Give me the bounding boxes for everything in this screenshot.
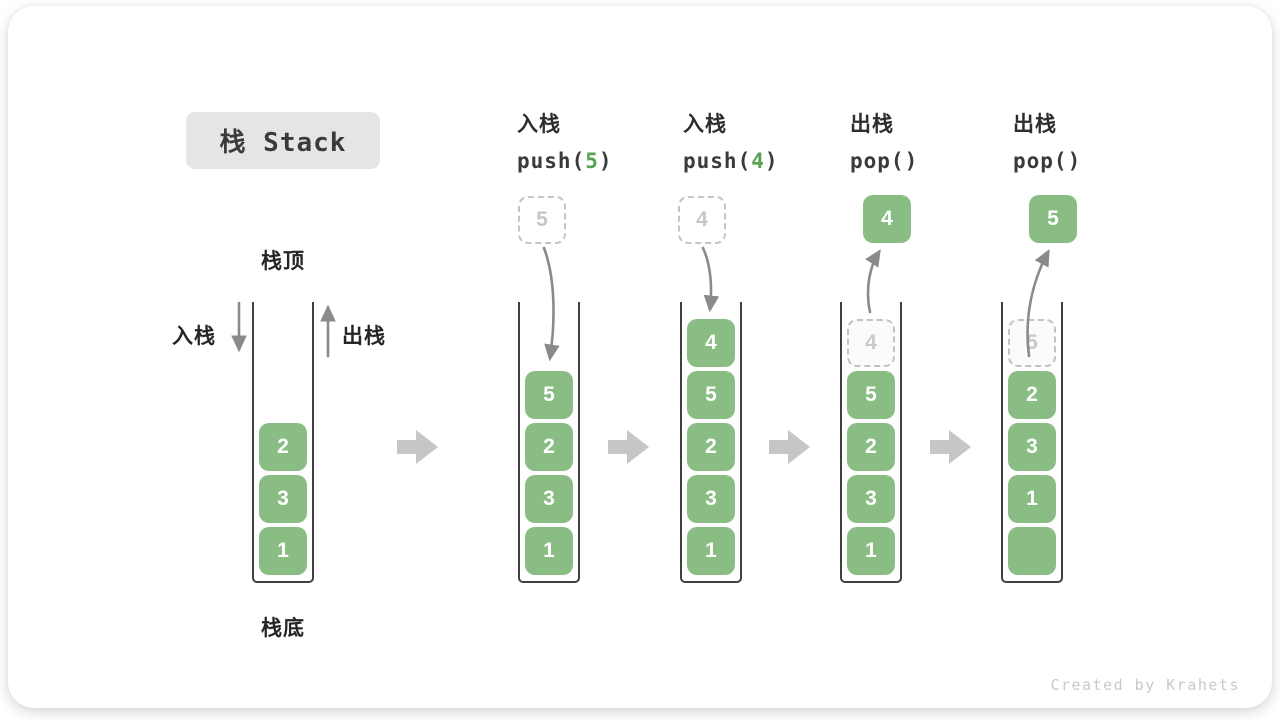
code-post: ): [1067, 149, 1082, 173]
stack-cells: 5 2 3 1: [1003, 319, 1061, 575]
stack-cell: 1: [847, 527, 895, 575]
stack-cell: 3: [1008, 423, 1056, 471]
float-element-solid: 4: [863, 195, 911, 243]
stack-top-label: 栈顶: [261, 250, 305, 273]
step-name: 入栈: [517, 113, 561, 136]
pop-side-label: 出栈: [342, 325, 386, 348]
stack-container-step-1: 5 2 3 1: [518, 302, 580, 583]
stack-cell: 4: [687, 319, 735, 367]
stack-cell: 1: [687, 527, 735, 575]
step-code: push(5): [517, 149, 687, 173]
push-side-label: 入栈: [172, 325, 216, 348]
stack-cell: 3: [847, 475, 895, 523]
step-header-4: 出栈 pop(): [1013, 108, 1183, 173]
float-element-dashed: 5: [518, 196, 566, 244]
step-code: pop(): [1013, 149, 1183, 173]
stack-cell: 2: [259, 423, 307, 471]
code-arg: 5: [585, 149, 599, 173]
step-name: 出栈: [850, 113, 894, 136]
stack-container-initial: 2 3 1: [252, 302, 314, 583]
page-title: 栈 Stack: [186, 112, 380, 169]
stack-cell: 3: [525, 475, 573, 523]
stack-container-step-3: 4 5 2 3 1: [840, 302, 902, 583]
stack-cells: 5 2 3 1: [520, 371, 578, 575]
ghost-cell: 5: [1008, 319, 1056, 367]
step-name: 出栈: [1013, 113, 1057, 136]
stack-cell: 3: [687, 475, 735, 523]
step-code: push(4): [683, 149, 853, 173]
stack-cell: [1008, 527, 1056, 575]
step-code: pop(): [850, 149, 1020, 173]
code-arg: 4: [751, 149, 765, 173]
code-pre: pop(: [850, 149, 905, 173]
code-pre: push(: [683, 149, 752, 173]
stack-container-step-2: 4 5 2 3 1: [680, 302, 742, 583]
stack-container-step-4: 5 2 3 1: [1001, 302, 1063, 583]
stack-bottom-label: 栈底: [261, 617, 305, 640]
stack-cell: 1: [259, 527, 307, 575]
stack-cell: 1: [525, 527, 573, 575]
code-pre: push(: [517, 149, 586, 173]
stack-cells: 4 5 2 3 1: [682, 319, 740, 575]
stack-cell: 1: [1008, 475, 1056, 523]
code-post: ): [764, 149, 779, 173]
code-post: ): [904, 149, 919, 173]
ghost-cell: 4: [847, 319, 895, 367]
stack-cell: 2: [1008, 371, 1056, 419]
stack-cell: 5: [525, 371, 573, 419]
stack-cell: 5: [847, 371, 895, 419]
stack-cell: 5: [687, 371, 735, 419]
step-header-3: 出栈 pop(): [850, 108, 1020, 173]
watermark: Created by Krahets: [1050, 676, 1240, 694]
stack-cells: 2 3 1: [254, 423, 312, 575]
stack-cells: 4 5 2 3 1: [842, 319, 900, 575]
stack-cell: 2: [687, 423, 735, 471]
stack-cell: 2: [525, 423, 573, 471]
float-element-dashed: 4: [678, 196, 726, 244]
step-name: 入栈: [683, 113, 727, 136]
float-element-solid: 5: [1029, 195, 1077, 243]
step-header-1: 入栈 push(5): [517, 108, 687, 173]
code-post: ): [598, 149, 613, 173]
stack-cell: 3: [259, 475, 307, 523]
step-header-2: 入栈 push(4): [683, 108, 853, 173]
code-pre: pop(: [1013, 149, 1068, 173]
stack-cell: 2: [847, 423, 895, 471]
